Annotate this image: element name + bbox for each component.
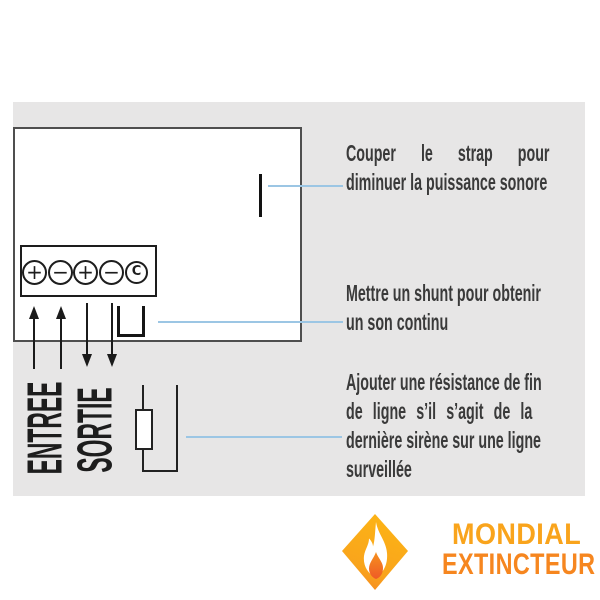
- terminal-symbol: C: [131, 264, 142, 279]
- annotation-line: de ligne s’il s’agit de la: [346, 398, 533, 424]
- annotation-line: dernière sirène sur une ligne: [346, 427, 541, 453]
- exit-arrow-down-icon: [82, 354, 92, 367]
- connector-line-resistor: [186, 436, 342, 438]
- brand-name-line2: EXTINCTEUR: [442, 548, 596, 581]
- resistor-symbol: [135, 409, 153, 450]
- terminal-minus-exit: −: [99, 260, 124, 285]
- entry-label: ENTREE: [18, 381, 73, 475]
- annotation-resistor: Ajouter une résistance de fin de ligne s…: [346, 368, 600, 484]
- resistor-wire-top: [142, 385, 144, 410]
- exit-label: SORTIE: [68, 387, 123, 473]
- shunt-symbol: [117, 306, 145, 337]
- exit-arrow-down-icon: [107, 354, 117, 367]
- flame-diamond-icon: [342, 514, 408, 590]
- connector-line-shunt: [158, 321, 343, 323]
- terminal-symbol: −: [52, 259, 69, 284]
- annotation-line: surveillée: [346, 456, 412, 482]
- terminal-common: C: [125, 261, 148, 284]
- exit-arrow-shaft: [111, 303, 113, 355]
- terminal-plus-entry: +: [22, 260, 47, 285]
- terminal-symbol: +: [26, 259, 43, 284]
- annotation-shunt: Mettre un shunt pour obtenir un son cont…: [346, 279, 600, 337]
- resistor-wire-right: [176, 385, 178, 472]
- entry-arrow-shaft: [60, 317, 62, 369]
- terminal-symbol: −: [103, 259, 120, 284]
- strap-mark: [259, 174, 262, 217]
- resistor-wire-bottom-left: [142, 449, 144, 471]
- resistor-wire-bottom: [142, 470, 178, 472]
- entry-arrow-shaft: [33, 317, 35, 369]
- annotation-line: un son continu: [346, 309, 449, 335]
- connector-line-strap: [268, 185, 343, 187]
- annotation-strap: Couper le strap pour diminuer la puissan…: [346, 139, 600, 197]
- brand-name-line1: MONDIAL: [452, 518, 582, 551]
- annotation-line: diminuer la puissance sonore: [346, 169, 548, 195]
- annotation-line: Ajouter une résistance de fin: [346, 369, 542, 395]
- annotation-line: Couper le strap pour: [346, 140, 550, 166]
- terminal-minus-entry: −: [48, 260, 73, 285]
- entry-arrow-up-icon: [56, 306, 66, 319]
- terminal-symbol: +: [77, 259, 94, 284]
- annotation-line: Mettre un shunt pour obtenir: [346, 280, 541, 306]
- exit-arrow-shaft: [86, 303, 88, 355]
- terminal-plus-exit: +: [73, 260, 98, 285]
- entry-arrow-up-icon: [29, 306, 39, 319]
